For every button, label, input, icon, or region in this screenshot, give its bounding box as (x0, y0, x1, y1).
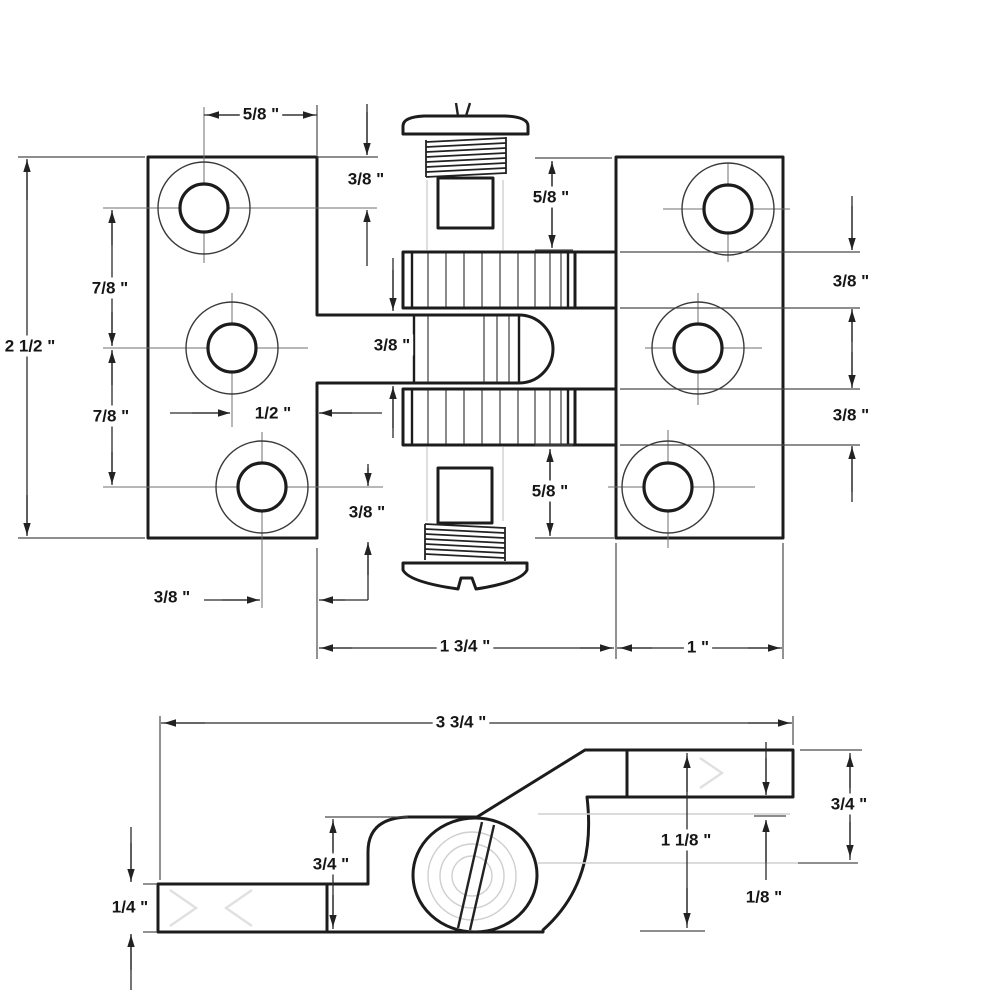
side-view (127, 716, 862, 990)
screw-shank (436, 176, 495, 230)
dimension-label-plate-height: 2 1/2 " (5, 336, 56, 355)
thread-ghost-ring (451, 855, 493, 897)
screw-slot (464, 102, 472, 117)
screw-slot (454, 102, 460, 117)
label-backing (742, 886, 786, 908)
dimension-label-knuckle-span: 1 3/4 " (440, 636, 491, 655)
screw-hole (642, 461, 694, 513)
right-plate-holes (621, 162, 775, 534)
dimension-label-leaf-offset-gap: 1/8 " (746, 887, 782, 906)
label-backing (829, 404, 873, 426)
screw-hole (702, 183, 754, 235)
dimension-label-bottom-hole-to-plate-bottom: 3/8 " (349, 502, 385, 521)
bottom-screw (401, 466, 529, 591)
top-knuckle-hatch (410, 253, 570, 307)
label-backing (89, 405, 133, 427)
hole-countersink (621, 440, 715, 534)
label-backing (309, 853, 353, 875)
screw-slot (456, 821, 484, 929)
label-backing (150, 586, 194, 608)
hole-countersink (681, 162, 775, 256)
screw-slot (468, 824, 496, 931)
dimension-label-right-plate-top-to-knuckle: 5/8 " (533, 187, 569, 206)
knuckle-projection-lines (620, 251, 860, 446)
label-backing (829, 270, 873, 292)
dimension-label-knuckle-bottom-height: 3/8 " (833, 405, 869, 424)
dimension-label-knuckle-to-plate-bottom: 5/8 " (532, 481, 568, 500)
dimension-label-hole-spacing-upper: 7/8 " (92, 278, 128, 297)
dimension-label-knuckle-top-height: 3/8 " (833, 271, 869, 290)
dimension-label-upper-leaf-drop: 3/4 " (831, 794, 867, 813)
extension-lines-side-view (143, 716, 862, 933)
label-backing (436, 635, 494, 657)
label-backing (108, 896, 152, 918)
screw-head (401, 114, 530, 136)
label-backing (344, 168, 388, 190)
screw-hole (206, 322, 258, 374)
screw-hole (178, 182, 230, 234)
label-backing (345, 501, 389, 523)
top-knuckle (401, 250, 618, 310)
dimension-label-hole-spacing-lower: 7/8 " (93, 406, 129, 425)
extension-lines-top-view (18, 105, 784, 659)
dimension-label-middle-hole-to-edge: 1/2 " (255, 403, 291, 422)
pivot-screw-profile (411, 816, 539, 934)
label-backing (239, 103, 283, 125)
break-chevron (699, 757, 725, 789)
thread-ghost-ring (439, 843, 505, 909)
dimension-label-left-plate-top-to-hole: 3/8 " (348, 169, 384, 188)
top-view (18, 102, 860, 659)
dimension-label-tongue-thickness: 3/8 " (374, 335, 410, 354)
hole-countersink (185, 301, 279, 395)
dimension-label-right-plate-width: 1 " (687, 637, 709, 656)
label-backing (683, 636, 713, 658)
tongue-hatch (412, 315, 521, 383)
top-screw (401, 102, 530, 230)
bottom-knuckle-hatch (410, 390, 570, 444)
label-backing (657, 829, 715, 851)
screw-head (401, 561, 529, 591)
screw-threads (425, 137, 507, 178)
break-chevron (169, 889, 199, 927)
break-chevron (223, 889, 253, 927)
label-backing (1, 335, 59, 357)
left-plate-holes (157, 161, 309, 534)
construction-lines (426, 180, 504, 521)
label-backing (432, 711, 490, 733)
screw-head-circle (411, 816, 539, 934)
hole-countersink (651, 301, 745, 395)
screw-threads (424, 523, 506, 561)
label-backing (88, 277, 132, 299)
bottom-knuckle (401, 387, 618, 447)
dimension-labels: 5/8 " 3/8 " 5/8 " 7/8 " 2 1/2 " 3/8 " 3/8 " 7/8… (1, 103, 873, 918)
screw-hole (672, 322, 724, 374)
dimension-label-side-overall-height: 1 1/8 " (661, 830, 712, 849)
dimension-label-leaf-thickness: 1/4 " (112, 897, 148, 916)
label-backing (251, 402, 295, 424)
dimension-label-bottom-hole-to-edge: 3/8 " (154, 587, 190, 606)
label-backing (370, 334, 414, 356)
screw-hole (236, 461, 288, 513)
label-backing (529, 186, 573, 208)
dimension-label-boss-height: 3/4 " (313, 854, 349, 873)
screw-shank (436, 466, 494, 525)
hole-countersink (215, 440, 309, 534)
dimension-label-overall-length: 3 3/4 " (436, 712, 487, 731)
label-backing (528, 480, 572, 502)
hole-countersink (157, 161, 251, 255)
label-backing (827, 793, 871, 815)
dimension-label-top-hole-to-edge: 5/8 " (243, 104, 279, 123)
